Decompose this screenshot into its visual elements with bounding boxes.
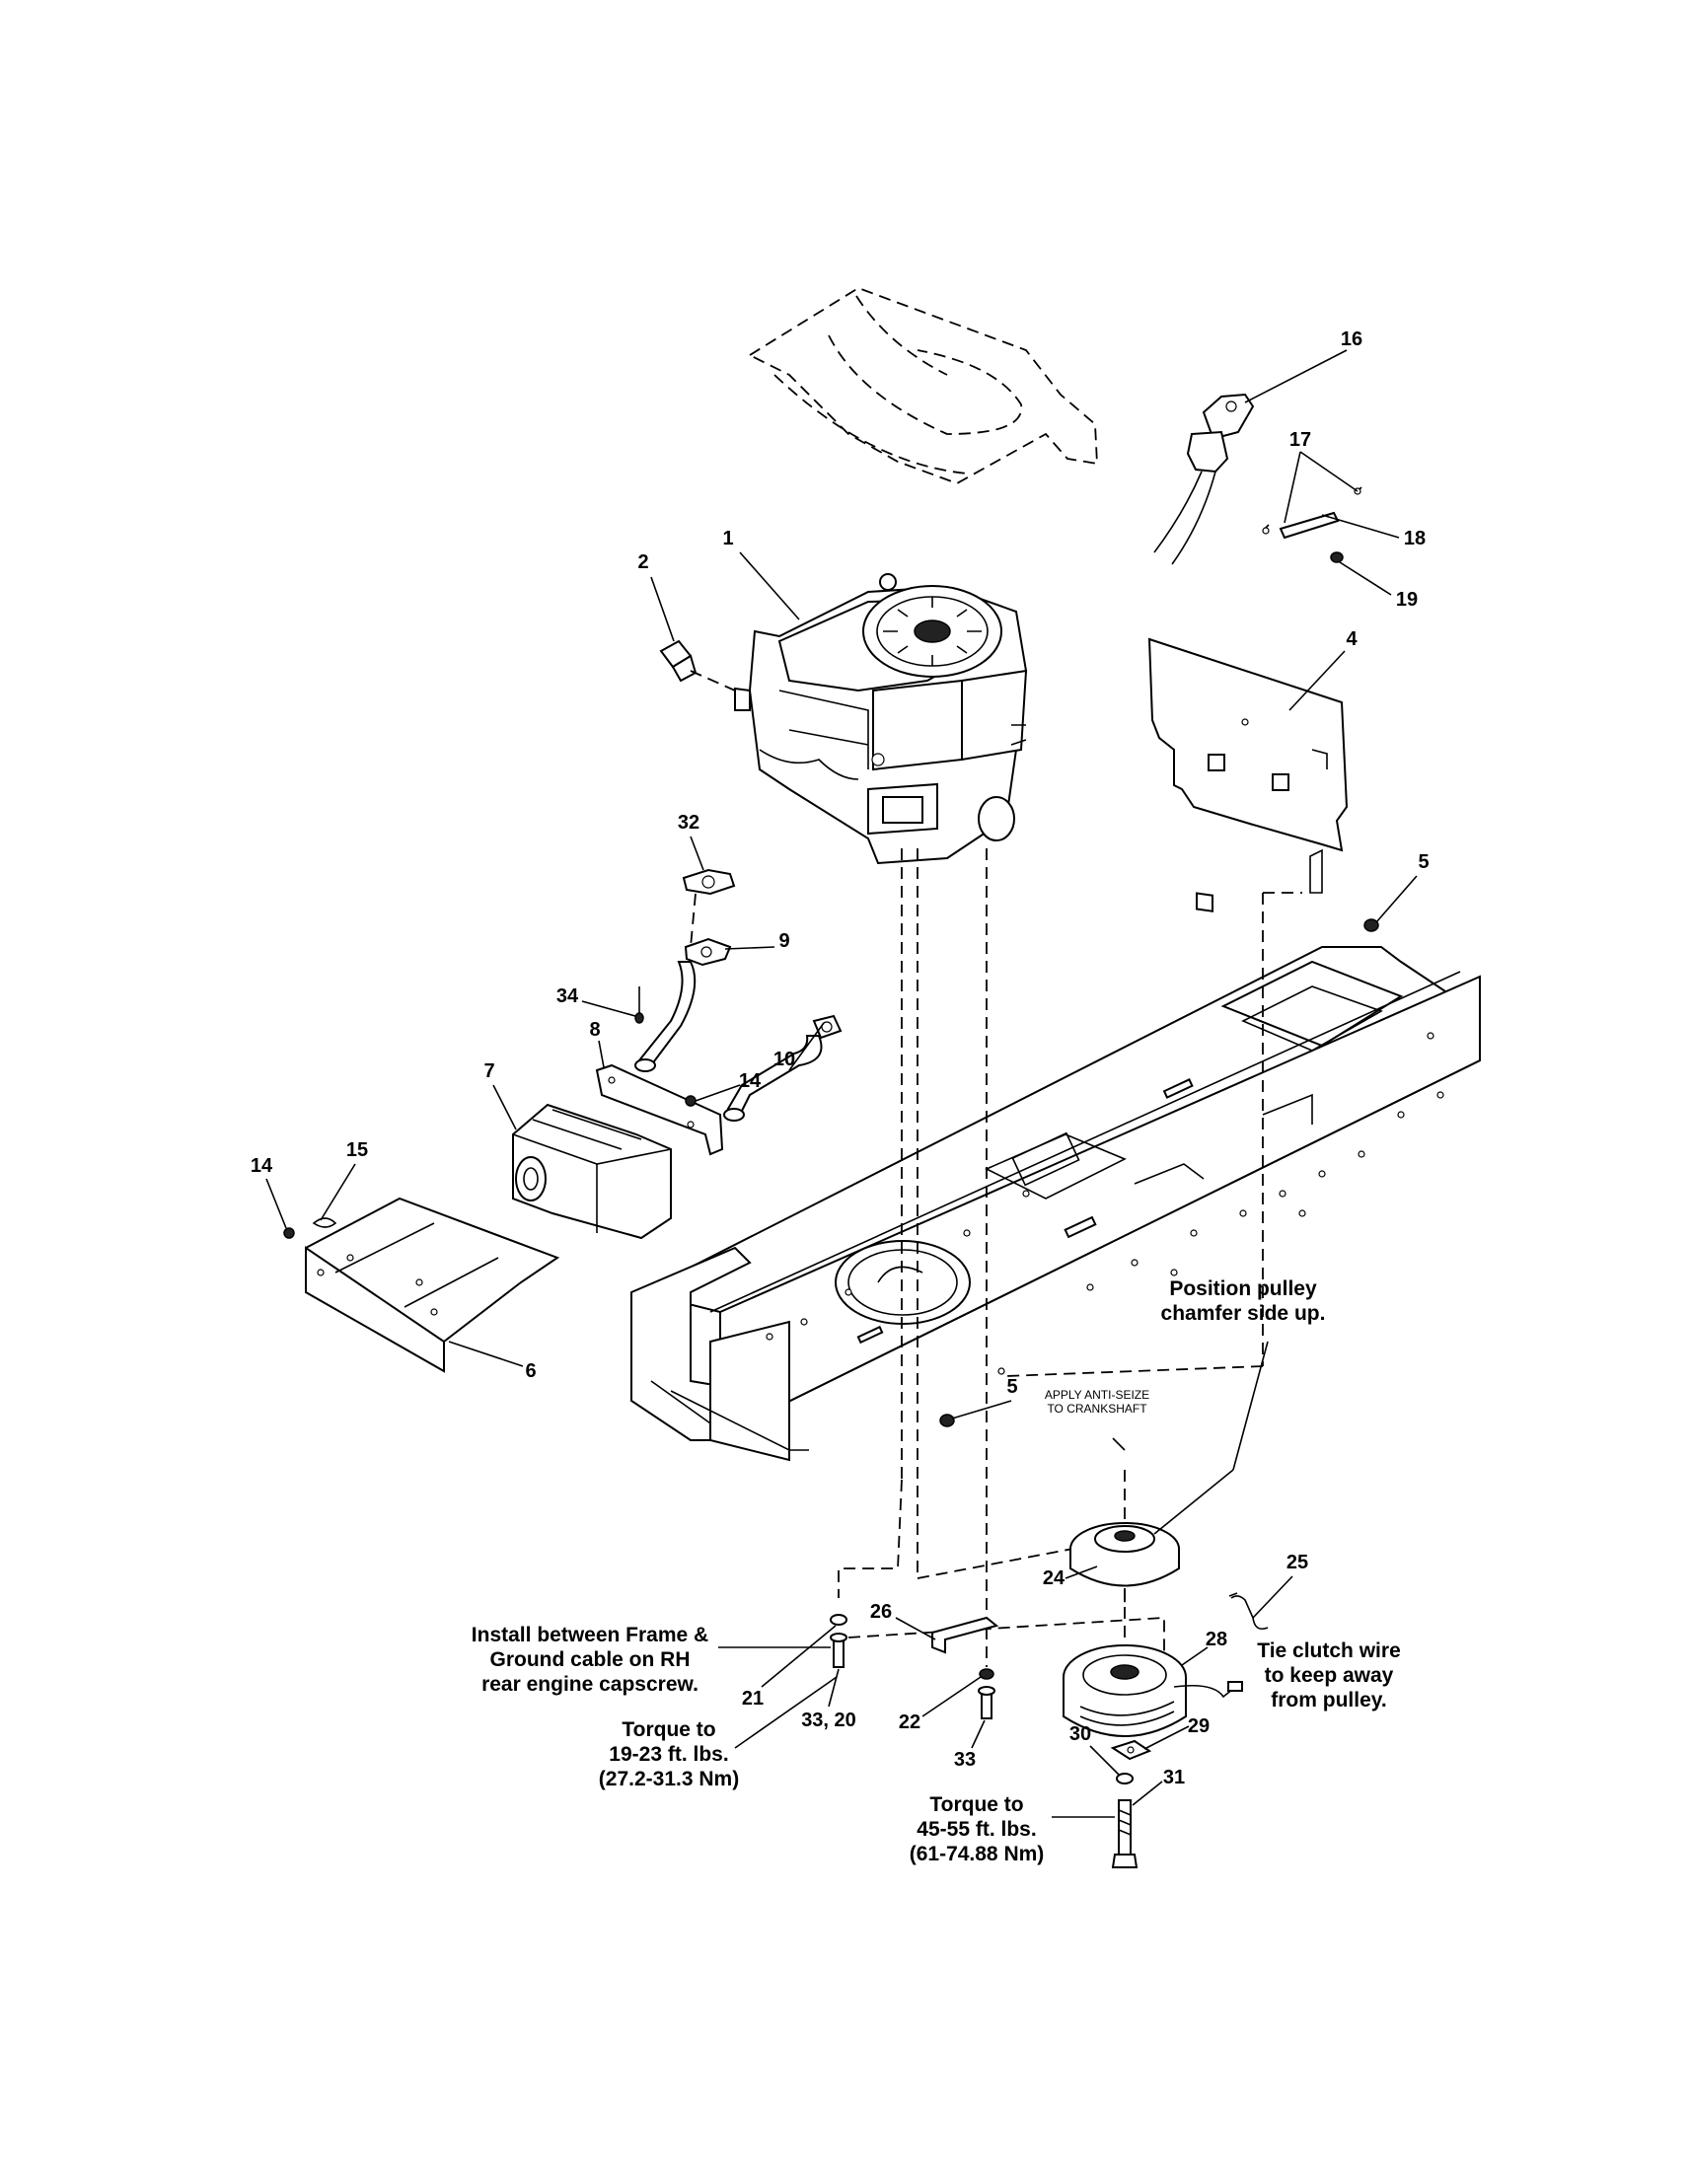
screw-34 — [634, 986, 644, 1024]
bolt-33-20 — [830, 1633, 847, 1668]
note-torque2-line3: (61-74.88 Nm) — [910, 1843, 1045, 1865]
note-torque1-line1: Torque to — [622, 1718, 715, 1741]
note-tie-line3: from pulley. — [1271, 1689, 1386, 1711]
shield-panel-4 — [1147, 637, 1349, 912]
exhaust-pipe-10 — [723, 1014, 843, 1122]
note-tie-wire: Tie clutch wire to keep away from pulley… — [1257, 1639, 1401, 1711]
callout-18: 18 — [1404, 528, 1426, 549]
note-pulley-line2: chamfer side up. — [1161, 1302, 1326, 1325]
callout-32: 32 — [678, 812, 699, 834]
note-tie-line2: to keep away — [1265, 1664, 1394, 1687]
callout-14-right: 14 — [739, 1070, 762, 1092]
leader-lines — [265, 349, 1418, 1818]
callout-29: 29 — [1188, 1715, 1210, 1737]
note-torque-2: Torque to 45-55 ft. lbs. (61-74.88 Nm) — [910, 1793, 1045, 1865]
callout-24: 24 — [1043, 1567, 1065, 1589]
pin-17-18 — [1262, 486, 1362, 540]
lockwasher-30 — [1116, 1773, 1134, 1784]
note-pulley: Position pulley chamfer side up. — [1161, 1277, 1326, 1325]
callout-9: 9 — [778, 930, 789, 952]
exhaust-pipe-9 — [634, 937, 732, 1072]
screw-14-right — [685, 1095, 697, 1107]
fuel-filter-2 — [659, 639, 736, 692]
note-torque1-line3: (27.2-31.3 Nm) — [599, 1768, 739, 1790]
callout-6: 6 — [525, 1360, 536, 1382]
note-pulley-line1: Position pulley — [1169, 1277, 1317, 1300]
note-install-line3: rear engine capscrew. — [481, 1673, 698, 1696]
note-antiseize: APPLY ANTI-SEIZE TO CRANKSHAFT — [1045, 1388, 1149, 1416]
hood-phantom — [748, 287, 1098, 484]
gasket-32 — [682, 868, 736, 948]
pulley-24 — [1069, 1522, 1180, 1587]
callout-16: 16 — [1341, 328, 1362, 350]
note-tie-line1: Tie clutch wire — [1257, 1639, 1401, 1662]
bolt-5-lower — [939, 1414, 955, 1427]
clip-26 — [931, 1616, 999, 1654]
note-install-line2: Ground cable on RH — [489, 1648, 690, 1671]
frame — [630, 946, 1482, 1462]
callout-8: 8 — [589, 1019, 600, 1041]
callout-26: 26 — [870, 1601, 892, 1623]
bolt-33 — [978, 1686, 995, 1719]
note-torque2-line1: Torque to — [929, 1793, 1023, 1816]
callout-14-left: 14 — [251, 1155, 273, 1177]
callout-28: 28 — [1206, 1629, 1227, 1650]
note-antiseize-line2: TO CRANKSHAFT — [1047, 1402, 1147, 1416]
callout-labels: 16 17 18 19 1 2 4 5 32 9 34 8 10 7 14 14… — [251, 328, 1430, 1788]
clutch-28 — [1063, 1644, 1243, 1737]
callout-10: 10 — [773, 1049, 795, 1070]
note-torque1-line2: 19-23 ft. lbs. — [609, 1743, 728, 1766]
callout-5-lower: 5 — [1006, 1376, 1017, 1398]
bolt-5-upper — [1363, 918, 1379, 932]
callout-33-20: 33, 20 — [801, 1710, 856, 1731]
screw-14-left — [283, 1227, 295, 1239]
note-torque-1: Torque to 19-23 ft. lbs. (27.2-31.3 Nm) — [599, 1718, 739, 1790]
callout-21: 21 — [742, 1688, 764, 1710]
note-torque2-line2: 45-55 ft. lbs. — [917, 1818, 1036, 1841]
washer-29 — [1110, 1739, 1152, 1761]
heat-shield-6 — [305, 1197, 560, 1373]
clip-19 — [1330, 551, 1344, 563]
callout-5-upper: 5 — [1418, 851, 1429, 873]
note-antiseize-line1: APPLY ANTI-SEIZE — [1045, 1388, 1149, 1402]
callout-17: 17 — [1289, 429, 1311, 451]
engine-1 — [734, 573, 1028, 865]
callout-2: 2 — [637, 551, 648, 573]
note-install-line1: Install between Frame & — [472, 1624, 708, 1646]
muffler-7 — [512, 1103, 672, 1240]
callout-31: 31 — [1163, 1767, 1185, 1788]
callout-7: 7 — [483, 1060, 494, 1082]
note-install: Install between Frame & Ground cable on … — [472, 1624, 708, 1696]
wire-clip-25 — [1228, 1592, 1269, 1631]
ignition-switch-16 — [1153, 393, 1255, 565]
washer-22 — [979, 1668, 994, 1680]
callout-15: 15 — [346, 1139, 368, 1161]
clip-15 — [312, 1217, 337, 1228]
callout-34: 34 — [556, 985, 579, 1007]
callout-33: 33 — [954, 1749, 976, 1771]
callout-4: 4 — [1346, 628, 1358, 650]
callout-25: 25 — [1286, 1552, 1308, 1573]
washer-21 — [830, 1614, 847, 1626]
callout-19: 19 — [1396, 589, 1418, 611]
muffler-bracket-8 — [595, 1063, 724, 1156]
callout-30: 30 — [1069, 1723, 1091, 1745]
bolt-31 — [1111, 1799, 1139, 1868]
callout-22: 22 — [899, 1711, 920, 1733]
callout-1: 1 — [722, 528, 733, 549]
